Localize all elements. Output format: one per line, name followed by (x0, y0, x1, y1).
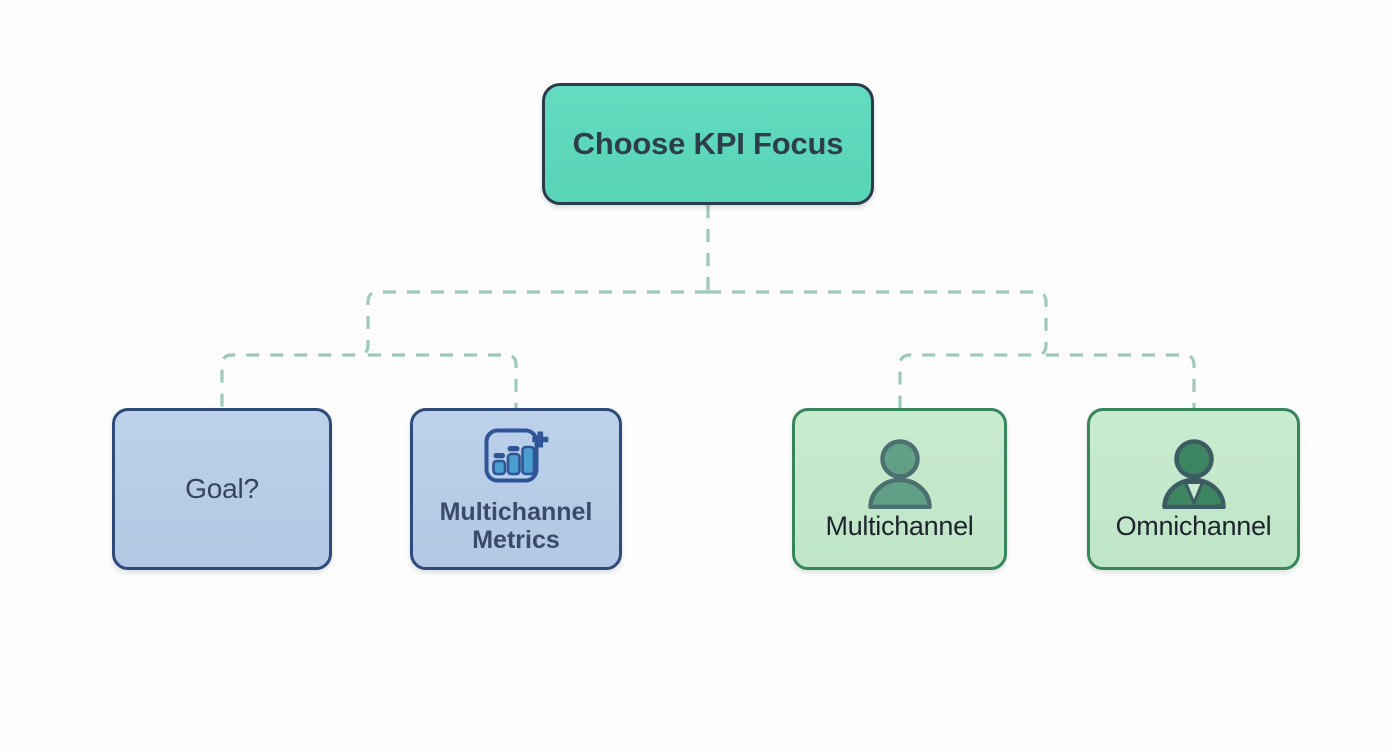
node-omnichannel[interactable]: Omnichannel (1087, 408, 1300, 570)
node-label-line2: Metrics (472, 526, 560, 554)
node-goal[interactable]: Goal? (112, 408, 332, 570)
node-label-choose-kpi-focus: Choose KPI Focus (572, 126, 844, 161)
node-label-omnichannel: Omnichannel (1115, 510, 1272, 541)
edge-bus-right (708, 290, 1048, 408)
node-label-multichannel-metrics: Multichannel Metrics (440, 498, 593, 555)
person-tie-icon (1157, 437, 1231, 509)
node-label-goal: Goal? (185, 473, 259, 504)
edge-bus-right-branch2 (1046, 353, 1196, 408)
node-label-multichannel: Multichannel (825, 510, 974, 541)
edge-bus-left (220, 290, 708, 408)
node-label-line1: Multichannel (439, 497, 593, 526)
node-multichannel-metrics[interactable]: Multichannel Metrics (410, 408, 622, 570)
bar-chart-plus-icon (482, 424, 550, 490)
edge-bus-left-branch2 (368, 353, 518, 408)
person-icon (863, 437, 937, 509)
node-choose-kpi-focus[interactable]: Choose KPI Focus (542, 83, 874, 205)
node-multichannel[interactable]: Multichannel (792, 408, 1007, 570)
